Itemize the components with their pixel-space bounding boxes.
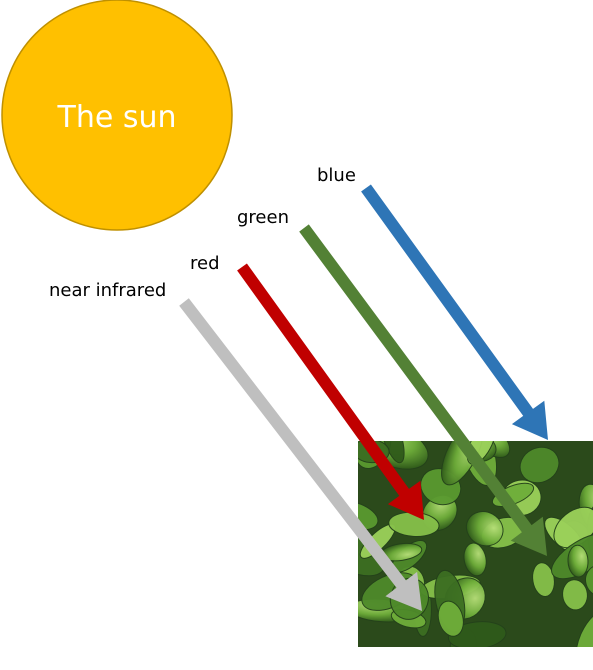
leaf [575, 608, 593, 647]
sun: The sun [1, 0, 233, 231]
leaf [465, 511, 504, 547]
sun-disc [1, 0, 233, 231]
ray-label-red: red [190, 253, 220, 274]
ray-arrow-blue [361, 184, 548, 440]
leaf [379, 441, 405, 464]
leaf [437, 600, 464, 637]
leaf [358, 499, 379, 531]
ray-arrow-green [299, 224, 547, 556]
ray-arrow-near-infrared [179, 298, 422, 611]
ray-label-green: green [237, 207, 289, 228]
leaf [463, 542, 487, 577]
leaf [519, 446, 560, 484]
leaf [567, 544, 589, 578]
ray-label-blue: blue [317, 165, 356, 186]
ray-label-near-infrared: near infrared [49, 280, 166, 301]
leaf [585, 563, 593, 598]
sun-label: The sun [57, 100, 177, 135]
light-rays [179, 184, 548, 611]
ray-arrow-red [237, 263, 424, 520]
leaf [532, 562, 555, 597]
leaf [562, 579, 588, 611]
